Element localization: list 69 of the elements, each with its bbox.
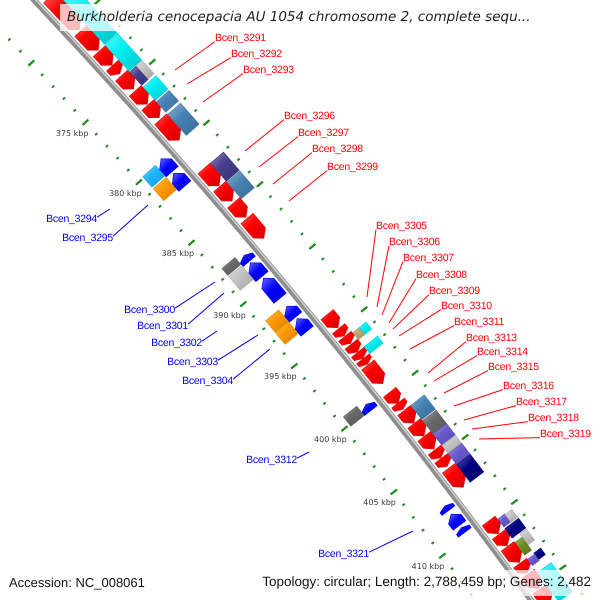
leader-line [174, 41, 216, 70]
scale-label: 390 kbp [213, 310, 246, 321]
leader-line [202, 73, 244, 102]
gene-label: Bcen_3308 [416, 269, 467, 281]
leader-line [388, 278, 416, 324]
leader-line [376, 245, 390, 308]
gene-label: Bcen_3300 [124, 304, 175, 316]
gene-label: Bcen_3294 [46, 213, 97, 225]
gene-label: Bcen_3306 [389, 236, 440, 248]
leader-line [392, 294, 430, 330]
scale-label: 385 kbp [162, 249, 194, 260]
gene-label: Bcen_3293 [243, 64, 294, 76]
leader-line [186, 57, 232, 84]
scale-label: 400 kbp [314, 434, 347, 445]
accession-text: Accession: NC_008061 [8, 574, 146, 592]
gene-label: Bcen_3310 [441, 300, 492, 312]
leader-line [174, 282, 216, 309]
leader-line [202, 330, 218, 342]
leader-line [464, 405, 516, 420]
gene-label: Bcen_3317 [516, 396, 567, 408]
leader-line [112, 204, 148, 237]
gene-label: Bcen_3307 [403, 252, 454, 264]
scale-label: 395 kbp [264, 372, 297, 382]
leader-line [454, 389, 504, 406]
leader-line [382, 261, 404, 316]
leader-line [96, 208, 110, 218]
leader-line [258, 136, 298, 168]
leader-line [478, 437, 540, 440]
gene-label: Bcen_3315 [488, 361, 539, 373]
leader-line [410, 325, 454, 350]
leader-line [428, 341, 466, 374]
gene-label: Bcen_3321 [318, 548, 369, 560]
gene-label: Bcen_3296 [284, 110, 335, 122]
gene-label: Bcen_3314 [477, 346, 528, 358]
gene-label: Bcen_3309 [429, 285, 480, 297]
gene-label: Bcen_3313 [466, 332, 517, 344]
gene-label: Bcen_3305 [376, 220, 427, 232]
leader-line [368, 530, 414, 553]
leader-line [434, 355, 478, 382]
scale-label: 380 kbp [109, 189, 142, 200]
leader-line [232, 348, 270, 380]
gene-label: Bcen_3302 [151, 337, 202, 349]
leader-line [188, 292, 224, 325]
leader-line [398, 309, 442, 336]
leader-line [244, 119, 284, 152]
leader-line [218, 334, 258, 361]
gene-label: Bcen_3316 [503, 380, 554, 392]
gene-label: Bcen_3303 [167, 356, 218, 368]
scale-label: 405 kbp [363, 498, 396, 508]
gene-label: Bcen_3301 [137, 320, 188, 332]
gene-label: Bcen_3292 [231, 48, 282, 60]
gene-label: Bcen_3312 [246, 454, 297, 466]
leader-line [272, 152, 312, 184]
gene-label: Bcen_3311 [454, 316, 504, 328]
gene-label: Bcen_3304 [182, 375, 233, 387]
gene-label: Bcen_3295 [62, 232, 113, 244]
scale-label: 375 kbp [56, 129, 88, 140]
leader-line [472, 421, 528, 430]
gene-label: Bcen_3291 [215, 32, 266, 44]
gene-label: Bcen_3318 [528, 412, 579, 424]
leader-line [444, 370, 488, 394]
gene-label: Bcen_3319 [540, 428, 591, 440]
leader-line [366, 229, 376, 298]
scale-label: 410 kbp [412, 562, 444, 572]
leader-line [296, 452, 310, 459]
gene-label: Bcen_3299 [327, 161, 378, 173]
gene-label: Bcen_3298 [312, 143, 363, 155]
gene-label: Bcen_3297 [298, 127, 349, 139]
leader-line [288, 170, 328, 202]
